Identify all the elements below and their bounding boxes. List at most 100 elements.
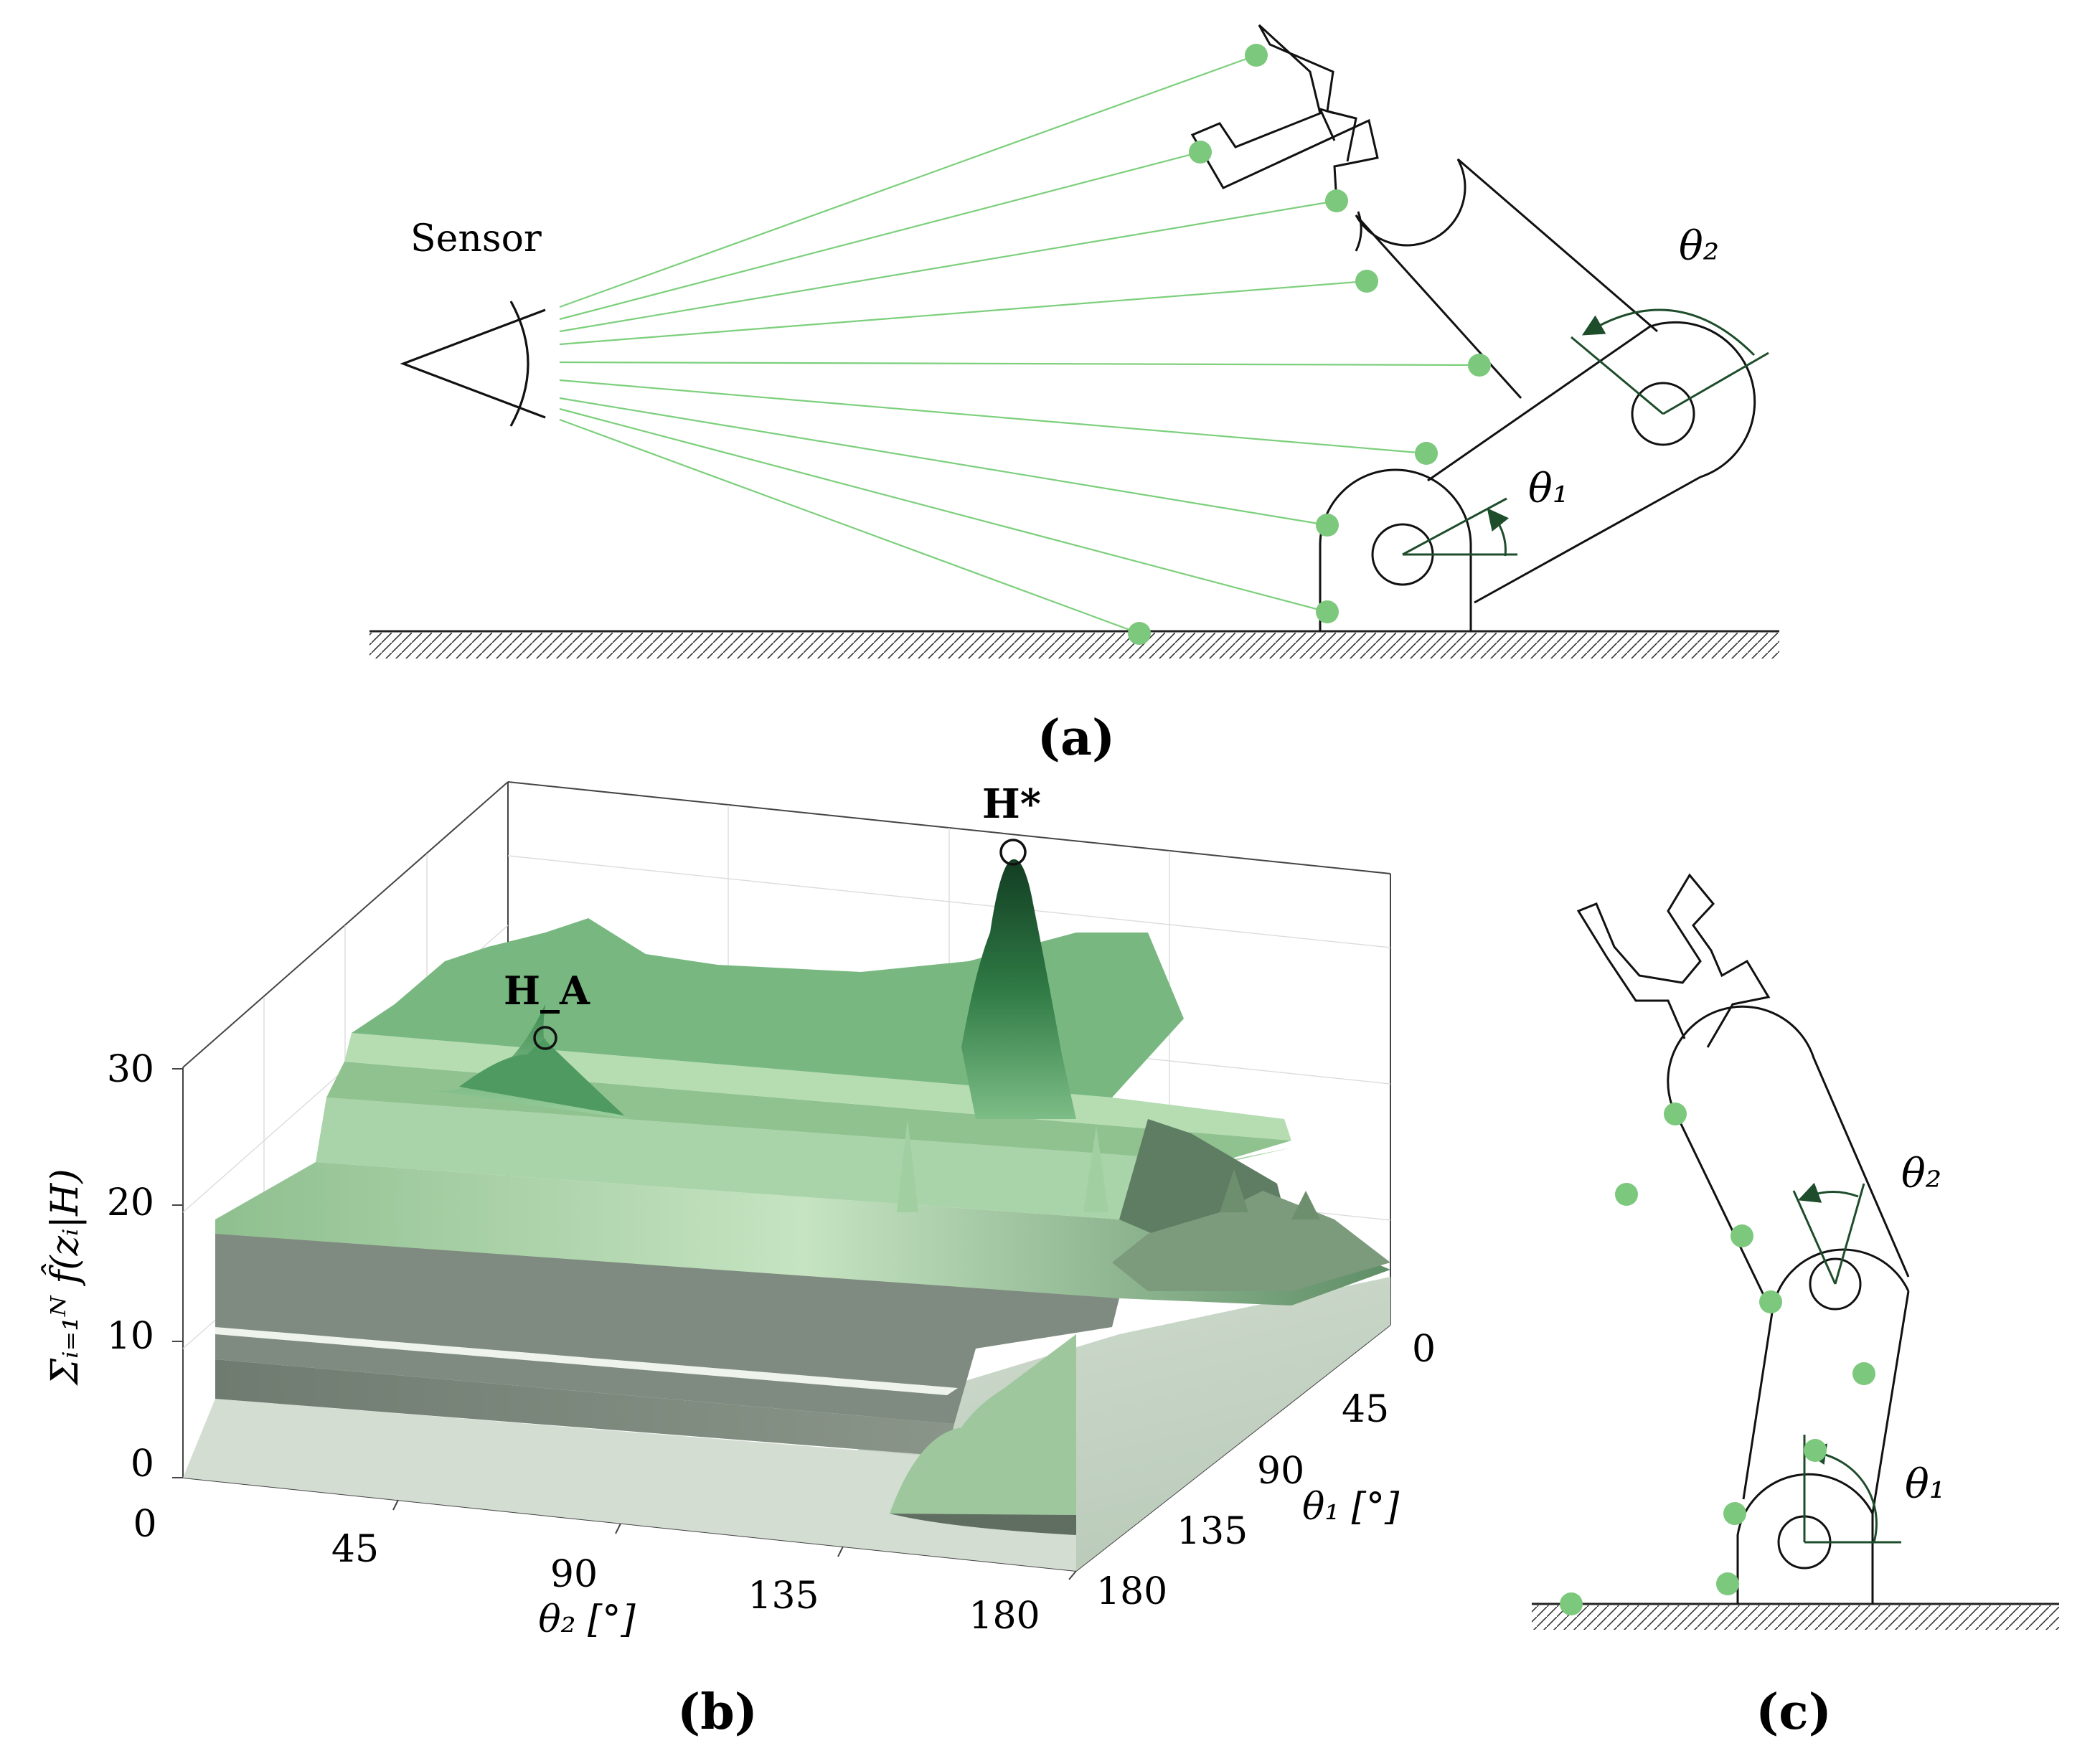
theta2-tick-label: 0	[133, 1503, 156, 1546]
theta1-tick-label: 45	[1342, 1388, 1389, 1431]
measurement-point	[1664, 1103, 1687, 1125]
caption-b: (b)	[677, 1684, 758, 1741]
measurement-point	[1804, 1439, 1827, 1462]
gripper-c	[1576, 873, 1771, 1048]
surface-front-edge	[890, 1514, 1076, 1535]
theta1-label-a: θ₁	[1528, 466, 1568, 512]
sensor-rays	[559, 54, 1480, 635]
gripper	[1190, 24, 1379, 191]
ray	[559, 280, 1367, 346]
theta2-tick	[1068, 1570, 1077, 1580]
peak-h-star	[961, 859, 1076, 1119]
hill-ha-top	[459, 1038, 624, 1115]
elbow-arc	[1649, 321, 1756, 478]
measurement-point	[1325, 189, 1348, 212]
ray	[559, 199, 1337, 333]
surface-front-lobe	[890, 1334, 1076, 1515]
measurement-point	[1355, 270, 1378, 293]
ground-hatch-a	[369, 633, 1779, 658]
base-link	[1319, 468, 1472, 631]
theta2-tick-label: 135	[748, 1575, 819, 1618]
surface-wall	[215, 1359, 954, 1456]
measurement-point	[1189, 141, 1212, 164]
z-ticks: 0 10 20 30	[107, 1048, 154, 1486]
surface-spike	[1083, 1126, 1108, 1212]
robot-arm-a	[1190, 24, 1756, 631]
measurement-point	[1731, 1224, 1753, 1247]
lower-arm-edge	[1474, 476, 1701, 604]
theta2-ref-line-c	[1792, 1190, 1837, 1285]
z-tick-marks	[172, 1068, 183, 1478]
theta1-indicator-a: θ₁	[1402, 466, 1568, 557]
theta1-label-c: θ₁	[1905, 1461, 1945, 1508]
robot-arm-c	[1576, 873, 1910, 1604]
upper-arm	[1355, 158, 1658, 400]
likelihood-surface	[183, 859, 1390, 1571]
ray	[559, 397, 1328, 527]
caption-a: (a)	[1037, 709, 1115, 767]
measurement-points-c	[1560, 1103, 1875, 1615]
theta2-axis-label: θ₂ [°]	[538, 1598, 636, 1641]
elbow-arc-c	[1771, 1248, 1910, 1313]
sensor-lens-arc	[509, 301, 529, 427]
ray	[559, 379, 1427, 455]
theta2-tick	[392, 1499, 399, 1511]
ray	[559, 54, 1257, 308]
sensor-label: Sensor	[410, 217, 542, 260]
surface-slab	[316, 1098, 1291, 1219]
surface-slab	[215, 1162, 1390, 1306]
measurement-point	[1759, 1290, 1782, 1313]
theta2-label-c: θ₂	[1901, 1151, 1941, 1197]
sensor-eye-icon	[400, 308, 546, 419]
theta2-ticks: 0 45 90 135 180	[133, 1503, 1040, 1638]
gripper-detail	[1318, 107, 1336, 141]
measurement-point	[1245, 44, 1268, 67]
theta1-tick-label: 180	[1096, 1570, 1167, 1613]
peak-ha-label: H_A	[504, 968, 590, 1014]
measurement-point	[1128, 622, 1151, 645]
theta2-indicator-a: θ₂	[1571, 223, 1769, 415]
ray	[559, 407, 1328, 613]
theta1-tick-label: 135	[1177, 1510, 1248, 1553]
theta2-ref-line	[1571, 336, 1664, 415]
measurement-point	[1723, 1502, 1746, 1525]
theta1-axis-label: θ₁ [°]	[1302, 1486, 1400, 1529]
panel-b: H* H_A 0 10 20 30 Σᵢ₌₁ᴺ f̂(zᵢ|H) 0 45 90…	[42, 780, 1436, 1741]
surface-floor	[183, 1277, 1390, 1571]
peak-h-star-marker	[999, 839, 1027, 866]
caption-c: (c)	[1756, 1684, 1832, 1741]
surface-spike	[1220, 1169, 1248, 1212]
theta1-tick-label: 0	[1412, 1328, 1436, 1371]
measurement-points-a	[1128, 44, 1491, 645]
z-tick-label: 0	[131, 1443, 154, 1486]
theta2-tick-label: 90	[550, 1553, 598, 1596]
upper-arm-cap	[1355, 211, 1362, 252]
z-tick-label: 30	[107, 1048, 154, 1091]
theta2-arm-line	[1662, 351, 1769, 415]
z-axis-label: Σᵢ₌₁ᴺ f̂(zᵢ|H)	[42, 1169, 87, 1386]
measurement-point	[1560, 1592, 1583, 1615]
measurement-point	[1615, 1183, 1638, 1206]
surface-floor-front	[183, 1399, 1076, 1571]
theta1-tick-label: 90	[1257, 1450, 1304, 1493]
measurement-point	[1316, 600, 1339, 623]
lower-arm-edge-c	[1871, 1290, 1910, 1514]
theta2-tick-marks	[392, 1499, 1077, 1580]
measurement-point	[1716, 1572, 1739, 1595]
panel-a: Sensor	[369, 24, 1779, 767]
ray	[559, 418, 1140, 635]
joint2-circle	[1631, 382, 1695, 446]
measurement-point	[1316, 514, 1339, 537]
peak-ha-marker	[533, 1026, 557, 1050]
surface-spike	[897, 1119, 918, 1212]
measurement-point	[1415, 442, 1438, 465]
panel-c: θ₁ θ₂ (c)	[1532, 873, 2059, 1741]
theta1-arrow-icon	[1487, 508, 1510, 557]
theta2-tick	[837, 1546, 844, 1557]
theta2-tick-label: 180	[969, 1595, 1040, 1638]
theta2-arm-line-c	[1834, 1183, 1865, 1285]
joint2-circle-c	[1809, 1257, 1862, 1311]
ray	[559, 361, 1480, 367]
z-tick-label: 10	[107, 1315, 154, 1358]
